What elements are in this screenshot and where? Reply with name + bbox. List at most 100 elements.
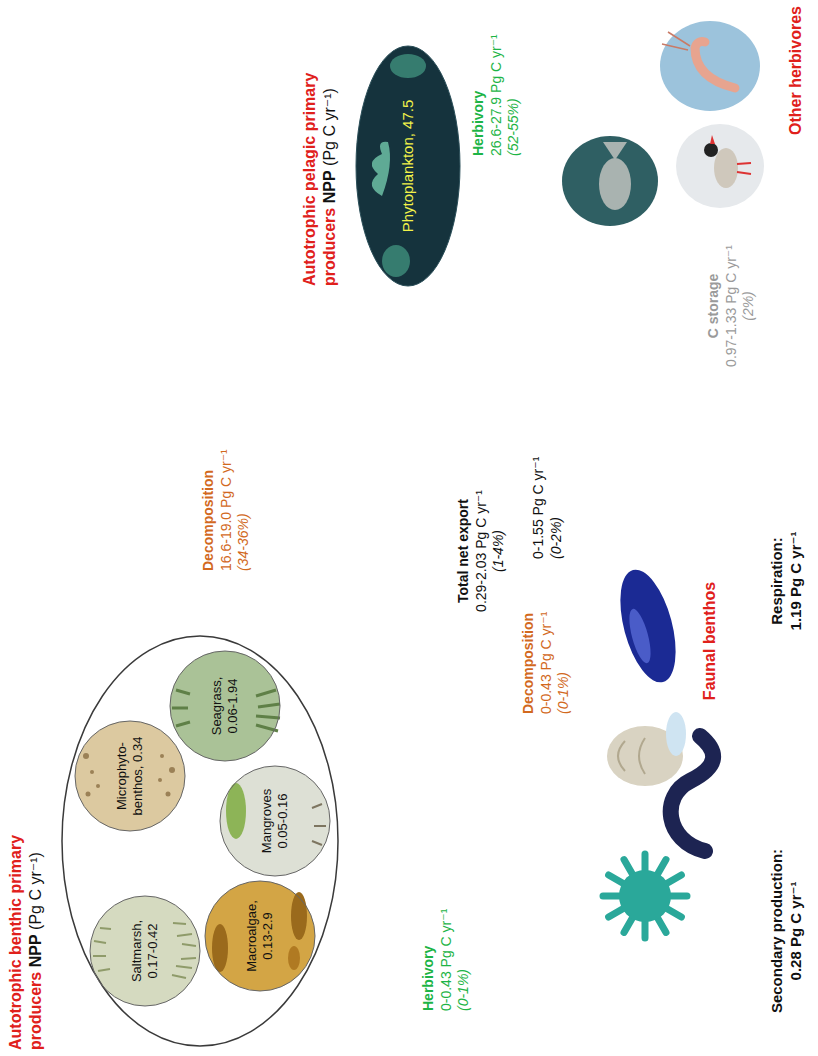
- text-group: Total net export0.29-2.03 Pg C yr⁻¹(1-4%…: [455, 476, 508, 626]
- macroalgae-photo: [205, 881, 315, 991]
- flux-label: Herbivory: [420, 891, 438, 1011]
- herbivores-group: Other herbivores: [560, 6, 812, 226]
- node-text: (Pg C yr⁻¹): [27, 852, 44, 930]
- text-group: Other herbivores: [786, 6, 806, 156]
- flux-label: (34-36%): [235, 426, 253, 571]
- dot: [160, 754, 164, 758]
- text-group: Autotrophic pelagic primary producersNPP…: [300, 6, 340, 286]
- kelp-blade: [212, 924, 228, 972]
- flux-label-group: 0-1.55 Pg C yr⁻¹(0-2%): [530, 439, 565, 559]
- macroalgae-circle: Macroalgae, 0.13-2.9: [205, 881, 315, 991]
- mangroves-photo: [220, 766, 330, 876]
- plankton-cell: [390, 54, 426, 78]
- cucumber-highlight: [625, 607, 655, 665]
- flux-label: (0-1%): [455, 891, 473, 1011]
- flux-label: 16.6-19.0 Pg C yr⁻¹: [218, 426, 236, 571]
- node-text: Microphyto-benthos, 0.34: [114, 733, 145, 819]
- saltmarsh-circle: Saltmarsh, 0.17-0.42: [90, 896, 200, 1006]
- urchin-spines: [603, 854, 687, 938]
- saltmarsh-photo: [90, 896, 200, 1006]
- node-text: Respiration:: [768, 506, 787, 656]
- flux-label: (52-55%): [505, 6, 523, 156]
- node-text: (2%): [740, 236, 758, 376]
- fish: [599, 158, 631, 210]
- node-text: Other herbivores: [786, 6, 806, 156]
- node-text: 1.19 Pg C yr⁻¹: [787, 506, 806, 656]
- node-text: 0.97-1.33 Pg C yr⁻¹: [723, 236, 741, 376]
- bird-head: [704, 143, 718, 157]
- node-outline: [75, 721, 185, 831]
- node-text: C storage: [705, 236, 723, 376]
- text-group: Macroalgae, 0.13-2.9: [205, 881, 315, 991]
- flux-label: 26.6-27.9 Pg C yr⁻¹: [488, 6, 506, 156]
- bird-legs: [737, 163, 751, 174]
- node-outline: [62, 636, 338, 1046]
- flux-label: Decomposition: [520, 596, 538, 714]
- flux-label: 0-0.43 Pg C yr⁻¹: [438, 891, 456, 1011]
- text-group: Microphyto-benthos, 0.34: [75, 721, 185, 831]
- node-text: Mangroves 0.05-0.16: [259, 778, 290, 864]
- node-text: Phytoplankton, 47.5: [399, 100, 418, 233]
- dot: [90, 770, 94, 774]
- bird-beak: [710, 135, 715, 144]
- node-text: Saltmarsh, 0.17-0.42: [129, 908, 160, 994]
- respiration-box: Respiration:1.19 Pg C yr⁻¹: [768, 506, 806, 656]
- shrimp-antennae: [662, 32, 690, 50]
- node-text: Macroalgae, 0.13-2.9: [244, 893, 275, 979]
- flux-label: 0-0.43 Pg C yr⁻¹: [538, 596, 556, 714]
- node-text: Seagrass, 0.06-1.94: [209, 663, 240, 749]
- phytoplankton-ellipse: Autotrophic pelagic primary producersNPP…: [356, 46, 460, 286]
- text-group: Seagrass, 0.06-1.94: [170, 651, 280, 761]
- flux-label-group: Decomposition16.6-19.0 Pg C yr⁻¹(34-36%): [200, 426, 253, 571]
- grass-texture: [93, 923, 196, 978]
- node-text: 0.29-2.03 Pg C yr⁻¹: [473, 476, 491, 626]
- worm: [671, 736, 713, 851]
- text-group: Autotrophic benthic primary producersNPP…: [6, 720, 46, 1050]
- faunal-benthos-group: Faunal benthos: [590, 546, 730, 966]
- text-group: Mangroves 0.05-0.16: [220, 766, 330, 876]
- plankton-chain: [372, 142, 390, 196]
- dot: [83, 753, 89, 759]
- text-group: Secondary production:0.28 Pg C yr⁻¹: [768, 836, 806, 1026]
- mangrove-roots: [312, 804, 326, 845]
- node-text: NPP: [321, 170, 338, 203]
- dot: [166, 792, 171, 797]
- seagrass-photo: [170, 651, 280, 761]
- text-group: Faunal benthos: [700, 566, 720, 716]
- node-text: Secondary production:: [768, 836, 787, 1026]
- flux-label: Decomposition: [200, 426, 218, 571]
- seagrass-circle: Seagrass, 0.06-1.94: [170, 651, 280, 761]
- flux-label-group: Herbivory0-0.43 Pg C yr⁻¹(0-1%): [420, 891, 473, 1011]
- text-group: C storage0.97-1.33 Pg C yr⁻¹(2%): [705, 236, 758, 376]
- plankton-cell: [382, 245, 410, 277]
- mangroves-circle: Mangroves 0.05-0.16: [220, 766, 330, 876]
- ellipse-outline: [62, 636, 338, 1046]
- fish-photo: [562, 136, 658, 226]
- node-text: NPP: [27, 934, 44, 967]
- bird-body: [714, 148, 738, 188]
- node-outline: [170, 651, 280, 761]
- node-outline: [220, 766, 330, 876]
- flux-label: (0-1%): [555, 596, 573, 714]
- snail-foot: [666, 712, 686, 756]
- benthic-producers-ellipse: Autotrophic benthic primary producersNPP…: [62, 636, 338, 1046]
- shrimp-photo: [660, 21, 760, 111]
- secondary-production-box: Secondary production:0.28 Pg C yr⁻¹: [768, 836, 806, 1026]
- flux-label-group: Herbivory26.6-27.9 Pg C yr⁻¹(52-55%): [470, 6, 523, 156]
- sea-urchin: [619, 870, 671, 922]
- c-storage-box: C storage0.97-1.33 Pg C yr⁻¹(2%): [705, 236, 758, 376]
- microphytobenthos-photo: [75, 721, 185, 831]
- node-text: Faunal benthos: [700, 566, 720, 716]
- node-text: (1-4%): [490, 476, 508, 626]
- fish-tail: [603, 142, 627, 160]
- flux-label: Herbivory: [470, 6, 488, 156]
- kelp-blade: [291, 892, 307, 940]
- phytoplankton-photo: [356, 46, 460, 286]
- node-outline: [90, 896, 200, 1006]
- text-group: Phytoplankton, 47.5: [356, 46, 460, 286]
- node-outline: [205, 881, 315, 991]
- microphytobenthos-circle: Microphyto-benthos, 0.34: [75, 721, 185, 831]
- dot: [96, 784, 100, 788]
- kelp-blade: [288, 946, 300, 970]
